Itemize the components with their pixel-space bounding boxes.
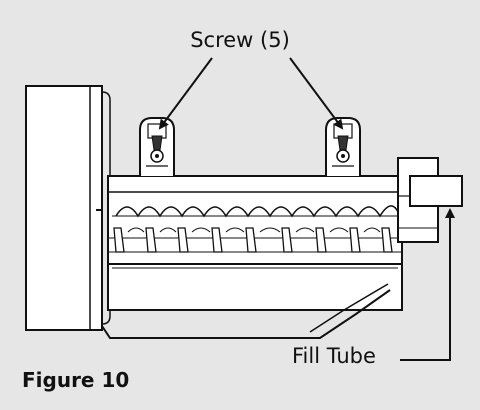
screw-icon bbox=[336, 135, 350, 163]
screw-icon bbox=[150, 135, 164, 163]
fill-cup-assembly bbox=[397, 157, 463, 243]
screw-leader-right bbox=[289, 57, 344, 130]
fill-tube-end bbox=[409, 175, 463, 207]
ice-mold-body bbox=[107, 175, 403, 265]
ice-tray-base bbox=[107, 261, 403, 311]
support-bracket bbox=[96, 209, 391, 339]
screw-label: Screw (5) bbox=[190, 28, 290, 52]
mount-tab-right bbox=[325, 117, 361, 176]
screw-leader-left bbox=[158, 57, 213, 130]
fill-tube-leader bbox=[400, 208, 455, 361]
motor-housing bbox=[25, 85, 111, 331]
figure-caption: Figure 10 bbox=[22, 368, 130, 392]
fill-tube-label: Fill Tube bbox=[292, 344, 376, 368]
mount-tab-left bbox=[139, 117, 175, 176]
bracket-edge bbox=[309, 283, 389, 333]
